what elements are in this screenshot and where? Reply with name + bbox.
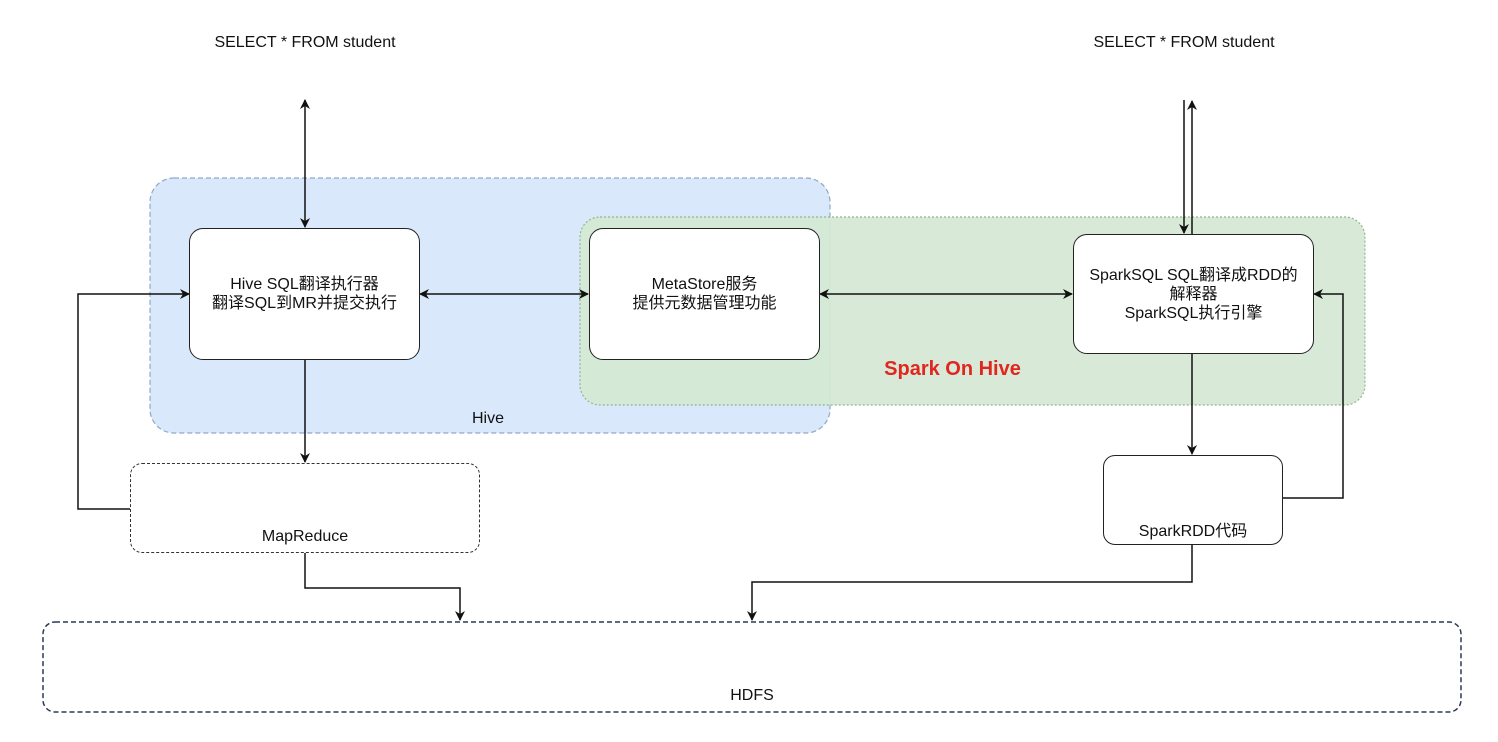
right-query-label: SELECT * FROM student bbox=[1093, 34, 1275, 51]
arrow-rdd-feedback bbox=[1282, 289, 1344, 499]
hdfs-box bbox=[42, 621, 1462, 713]
sparksql-node: SparkSQL SQL翻译成RDD的 解释器 SparkSQL执行引擎 bbox=[1073, 234, 1314, 354]
hive-sql-node: Hive SQL翻译执行器 翻译SQL到MR并提交执行 bbox=[189, 228, 420, 360]
hdfs-label: HDFS bbox=[730, 687, 774, 704]
metastore-line-2: 提供元数据管理功能 bbox=[632, 295, 777, 312]
spark-rdd-node: SparkRDD代码 bbox=[1103, 455, 1283, 545]
mapreduce-node: MapReduce bbox=[130, 463, 480, 553]
metastore-node: MetaStore服务 提供元数据管理功能 bbox=[589, 228, 820, 360]
mapreduce-label: MapReduce bbox=[261, 528, 349, 545]
arrow-mapreduce-hdfs bbox=[304, 553, 465, 621]
arrow-mapreduce-feedback bbox=[77, 289, 190, 510]
hive-region-label: Hive bbox=[471, 410, 504, 427]
metastore-line-1: MetaStore服务 bbox=[651, 276, 758, 293]
sparksql-line-1: SparkSQL SQL翻译成RDD的 bbox=[1089, 266, 1298, 284]
sparksql-line-2: 解释器 bbox=[1169, 285, 1218, 303]
hive-sql-line-1: Hive SQL翻译执行器 bbox=[230, 276, 379, 293]
sparksql-line-3: SparkSQL执行引擎 bbox=[1124, 304, 1263, 322]
left-query-label: SELECT * FROM student bbox=[214, 34, 396, 51]
hive-sql-line-2: 翻译SQL到MR并提交执行 bbox=[212, 295, 397, 312]
spark-rdd-label: SparkRDD代码 bbox=[1138, 523, 1248, 540]
spark-on-hive-label: Spark On Hive bbox=[884, 358, 1021, 380]
arrow-rdd-hdfs bbox=[747, 545, 1193, 621]
